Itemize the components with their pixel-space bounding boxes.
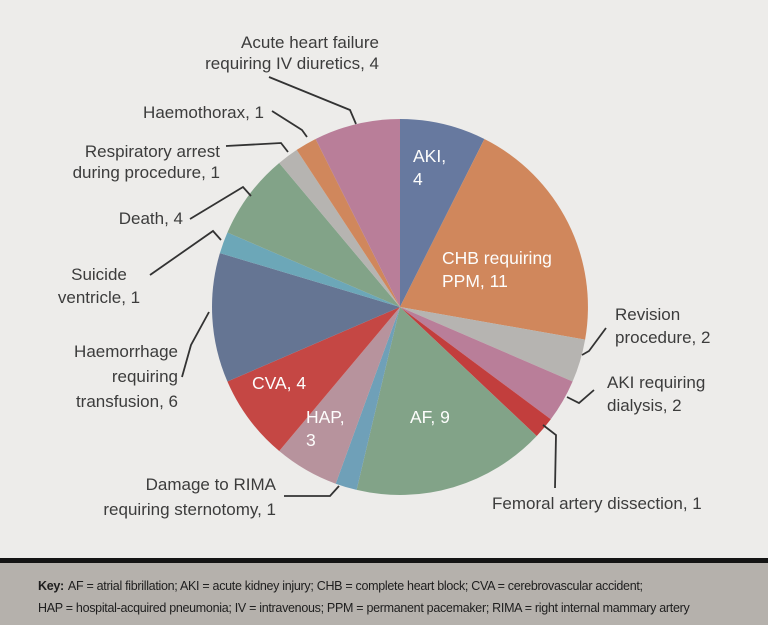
slice-label-haemothorax: Haemothorax, 1 <box>143 103 264 122</box>
leader-line-death <box>189 185 252 220</box>
key-text-2: HAP = hospital-acquired pneumonia; IV = … <box>38 601 690 615</box>
leader-line-respiratory-arrest <box>225 142 289 153</box>
leader-line-suicide-ventricle <box>149 229 222 276</box>
pie-slice-death <box>227 163 400 307</box>
slice-label-hap: HAP,3 <box>306 407 345 450</box>
pie-slice-revision <box>400 307 586 382</box>
key-line-1: Key:AF = atrial fibrillation; AKI = acut… <box>38 575 740 597</box>
pie-slice-cva <box>227 307 400 451</box>
leader-line-haemorrhage <box>181 311 210 378</box>
pie-slice-haemorrhage <box>212 253 400 382</box>
pie-slice-rima <box>335 307 400 490</box>
leader-line-aki-dialysis <box>566 389 595 405</box>
slice-label-af: AF, 9 <box>410 407 450 427</box>
pie-slice-haemothorax <box>296 139 400 307</box>
slice-label-aki: AKI,4 <box>413 146 446 189</box>
pie-slice-aki <box>400 119 485 307</box>
key-line-2: HAP = hospital-acquired pneumonia; IV = … <box>38 597 740 619</box>
pie-slice-chb <box>400 139 588 340</box>
pie-slice-suicide-ventricle <box>219 232 400 307</box>
leader-line-revision <box>581 327 607 356</box>
pie-slice-af <box>356 307 537 495</box>
slice-label-cva: CVA, 4 <box>252 373 306 393</box>
leader-line-acute-heart-failure <box>268 76 357 125</box>
pie-slice-hap <box>279 307 400 484</box>
pie-slice-femoral <box>400 307 551 436</box>
slice-label-death: Death, 4 <box>119 209 183 228</box>
leader-line-rima <box>284 485 340 497</box>
leader-line-haemothorax <box>271 110 308 138</box>
slice-label-femoral: Femoral artery dissection, 1 <box>492 494 702 513</box>
key-divider-rule <box>0 558 768 563</box>
pie-slice-acute-heart-failure <box>315 119 400 307</box>
key-panel: Key:AF = atrial fibrillation; AKI = acut… <box>0 563 768 625</box>
key-label: Key: <box>38 579 64 593</box>
pie-slice-respiratory-arrest <box>279 149 400 307</box>
leader-line-femoral <box>542 424 557 489</box>
pie-slice-aki-dialysis <box>400 307 573 420</box>
key-text-1: AF = atrial fibrillation; AKI = acute ki… <box>67 579 643 593</box>
